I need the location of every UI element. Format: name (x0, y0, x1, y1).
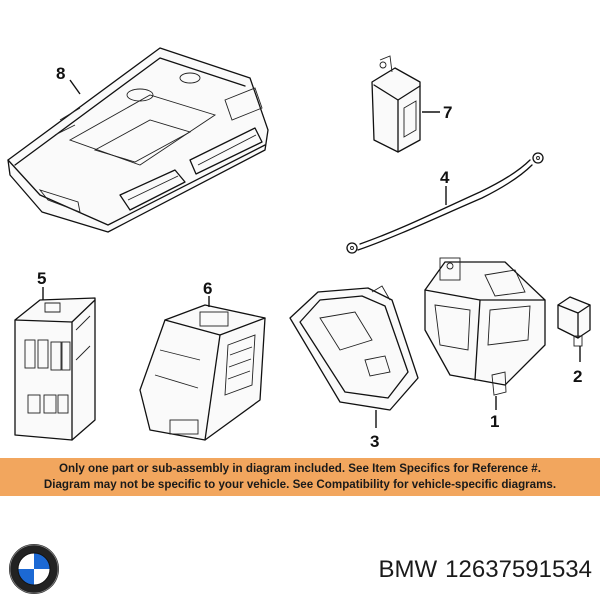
part-7-relay (371, 55, 421, 153)
callout-5: 5 (37, 269, 46, 288)
part-4-cable (346, 152, 544, 254)
callout-2: 2 (573, 367, 582, 386)
callout-4: 4 (440, 168, 450, 187)
callout-3: 3 (370, 432, 379, 451)
callout-1: 1 (490, 412, 499, 431)
part-caption: BMW 12637591534 (0, 556, 592, 584)
part-8-module (7, 47, 269, 233)
brand-name: BMW (378, 556, 438, 583)
part-6-module (139, 304, 266, 441)
parts-diagram: 8 7 4 5 (7, 47, 591, 451)
callout-7: 7 (443, 103, 452, 122)
callout-8: 8 (56, 64, 65, 83)
disclaimer-line-2: Diagram may not be specific to your vehi… (43, 478, 557, 491)
callout-6: 6 (203, 279, 212, 298)
bmw-roundel-icon (9, 544, 59, 594)
part-number: 12637591534 (445, 556, 592, 583)
part-5-module (14, 297, 96, 441)
part-3-bracket (289, 285, 419, 411)
part-1-relay-box (424, 257, 546, 396)
disclaimer-banner: Only one part or sub-assembly in diagram… (0, 458, 600, 496)
part-2-connector (557, 296, 591, 347)
disclaimer-line-1: Only one part or sub-assembly in diagram… (59, 462, 541, 475)
